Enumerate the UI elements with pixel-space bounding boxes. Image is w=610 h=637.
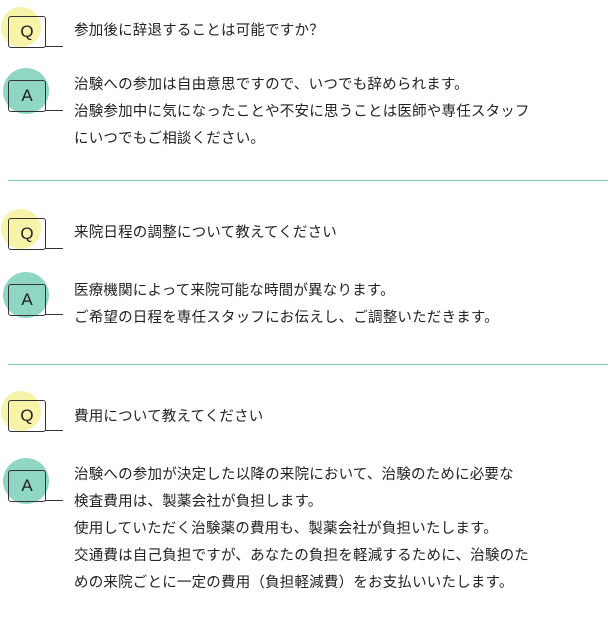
- answer-text: 医療機関によって来院可能な時間が異なります。 ご希望の日程を専任スタッフにお伝え…: [74, 278, 604, 332]
- answer-badge-letter: A: [21, 290, 33, 309]
- question-badge-tail: [45, 46, 63, 47]
- answer-badge-tail: [45, 500, 63, 501]
- answer-badge-frame: [8, 80, 46, 112]
- answer-badge: A: [3, 68, 63, 120]
- question-badge-circle: [1, 391, 41, 431]
- question-badge: Q: [1, 209, 63, 258]
- question-badge-tail: [45, 248, 63, 249]
- answer-badge-frame: [8, 284, 46, 316]
- question-badge-tail: [45, 430, 63, 431]
- faq-divider: [8, 180, 608, 181]
- question-text: 参加後に辞退することは可能ですか？: [74, 18, 604, 45]
- question-badge-letter: Q: [20, 224, 34, 243]
- answer-badge-tail: [45, 314, 63, 315]
- answer-badge: A: [3, 272, 63, 324]
- answer-badge-frame: [8, 470, 46, 502]
- question-line: 参加後に辞退することは可能ですか？: [74, 23, 324, 39]
- answer-text: 治験への参加は自由意思ですので、いつでも辞められます。 治験参加中に気になったこ…: [74, 72, 604, 153]
- answer-line: 使用していただく治験薬の費用も、製薬会社が負担いたします。: [74, 521, 498, 537]
- question-badge-letter: Q: [20, 406, 34, 425]
- answer-text: 治験への参加が決定した以降の来院において、治験のために必要な 検査費用は、製薬会…: [74, 462, 604, 597]
- question-badge-circle: [1, 209, 41, 249]
- answer-line: 交通費は自己負担ですが、あなたの負担を軽減するために、治験のた: [74, 548, 529, 564]
- question-line: 来院日程の調整について教えてください: [74, 225, 338, 241]
- answer-badge-letter: A: [21, 86, 33, 105]
- answer-line: 医療機関によって来院可能な時間が異なります。: [74, 283, 395, 299]
- answer-badge: A: [3, 458, 63, 510]
- question-line: 費用について教えてください: [74, 409, 264, 425]
- question-badge-circle: [1, 7, 41, 47]
- question-badge-frame: [8, 16, 46, 48]
- answer-badge-tail: [45, 110, 63, 111]
- answer-badge-circle: [3, 272, 49, 318]
- answer-line: めの来院ごとに一定の費用（負担軽減費）をお支払いいたします。: [74, 575, 514, 591]
- answer-line: 治験参加中に気になったことや不安に思うことは医師や専任スタッフ: [74, 104, 530, 120]
- question-text: 来院日程の調整について教えてください: [74, 220, 604, 247]
- answer-badge-circle: [3, 68, 49, 114]
- faq-divider: [8, 364, 608, 365]
- answer-badge-letter: A: [21, 476, 33, 495]
- question-badge: Q: [1, 391, 63, 440]
- answer-line: 治験への参加が決定した以降の来院において、治験のために必要な: [74, 467, 514, 483]
- answer-line: ご希望の日程を専任スタッフにお伝えし、ご調整いただきます。: [74, 310, 499, 326]
- answer-badge-circle: [3, 458, 49, 504]
- answer-line: 検査費用は、製薬会社が負担します。: [74, 494, 323, 510]
- question-badge: Q: [1, 7, 63, 56]
- answer-line: にいつでもご相談ください。: [74, 131, 266, 147]
- answer-line: 治験への参加は自由意思ですので、いつでも辞められます。: [74, 77, 469, 93]
- question-badge-frame: [8, 400, 46, 432]
- question-text: 費用について教えてください: [74, 404, 604, 431]
- question-badge-letter: Q: [20, 22, 34, 41]
- question-badge-frame: [8, 218, 46, 250]
